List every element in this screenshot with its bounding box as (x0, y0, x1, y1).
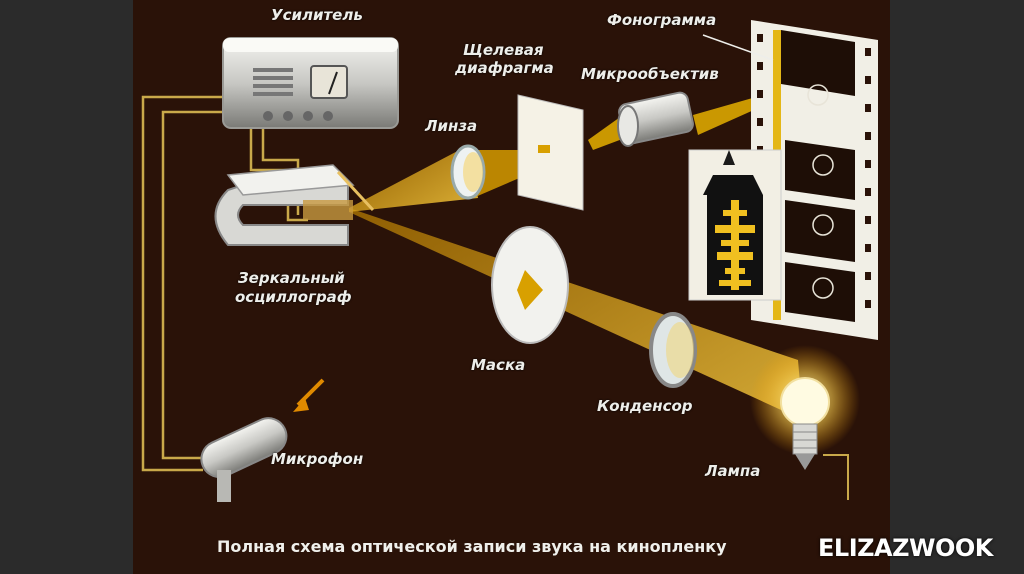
phonogram-enlargement (688, 149, 782, 301)
watermark-logo: ELIZAZWOOK (818, 534, 993, 562)
micro-objective (617, 91, 694, 147)
left-frame (0, 0, 133, 574)
mirror-oscillograph (214, 164, 375, 246)
slit-diaphragm (517, 94, 584, 211)
label-microphone: Микрофон (271, 450, 364, 468)
label-phonogram: Фонограмма (607, 11, 717, 29)
label-lens: Линза (425, 117, 478, 135)
label-lamp: Лампа (705, 462, 761, 480)
lamp (750, 345, 860, 500)
label-condenser: Конденсор (597, 397, 693, 415)
label-slit-1: Щелевая (463, 41, 544, 59)
label-mask: Маска (471, 356, 526, 374)
optical-sound-recording-diagram (141, 20, 878, 502)
diagram-slide: Усилитель Щелевая диафрагма Фонограмма М… (133, 0, 890, 574)
amplifier (222, 37, 399, 129)
microphone (200, 378, 325, 502)
label-amplifier: Усилитель (271, 6, 363, 24)
slide-caption: Полная схема оптической записи звука на … (217, 537, 727, 556)
label-slit-2: диафрагма (455, 59, 554, 77)
right-frame (890, 0, 1024, 574)
label-micro-objective: Микрообъектив (581, 65, 719, 83)
label-oscillograph-1: Зеркальный (238, 269, 345, 287)
mask-disc (491, 226, 569, 344)
label-oscillograph-2: осциллограф (235, 288, 352, 306)
condenser (649, 312, 697, 388)
pointer-lines (702, 34, 774, 61)
lens (450, 144, 486, 200)
